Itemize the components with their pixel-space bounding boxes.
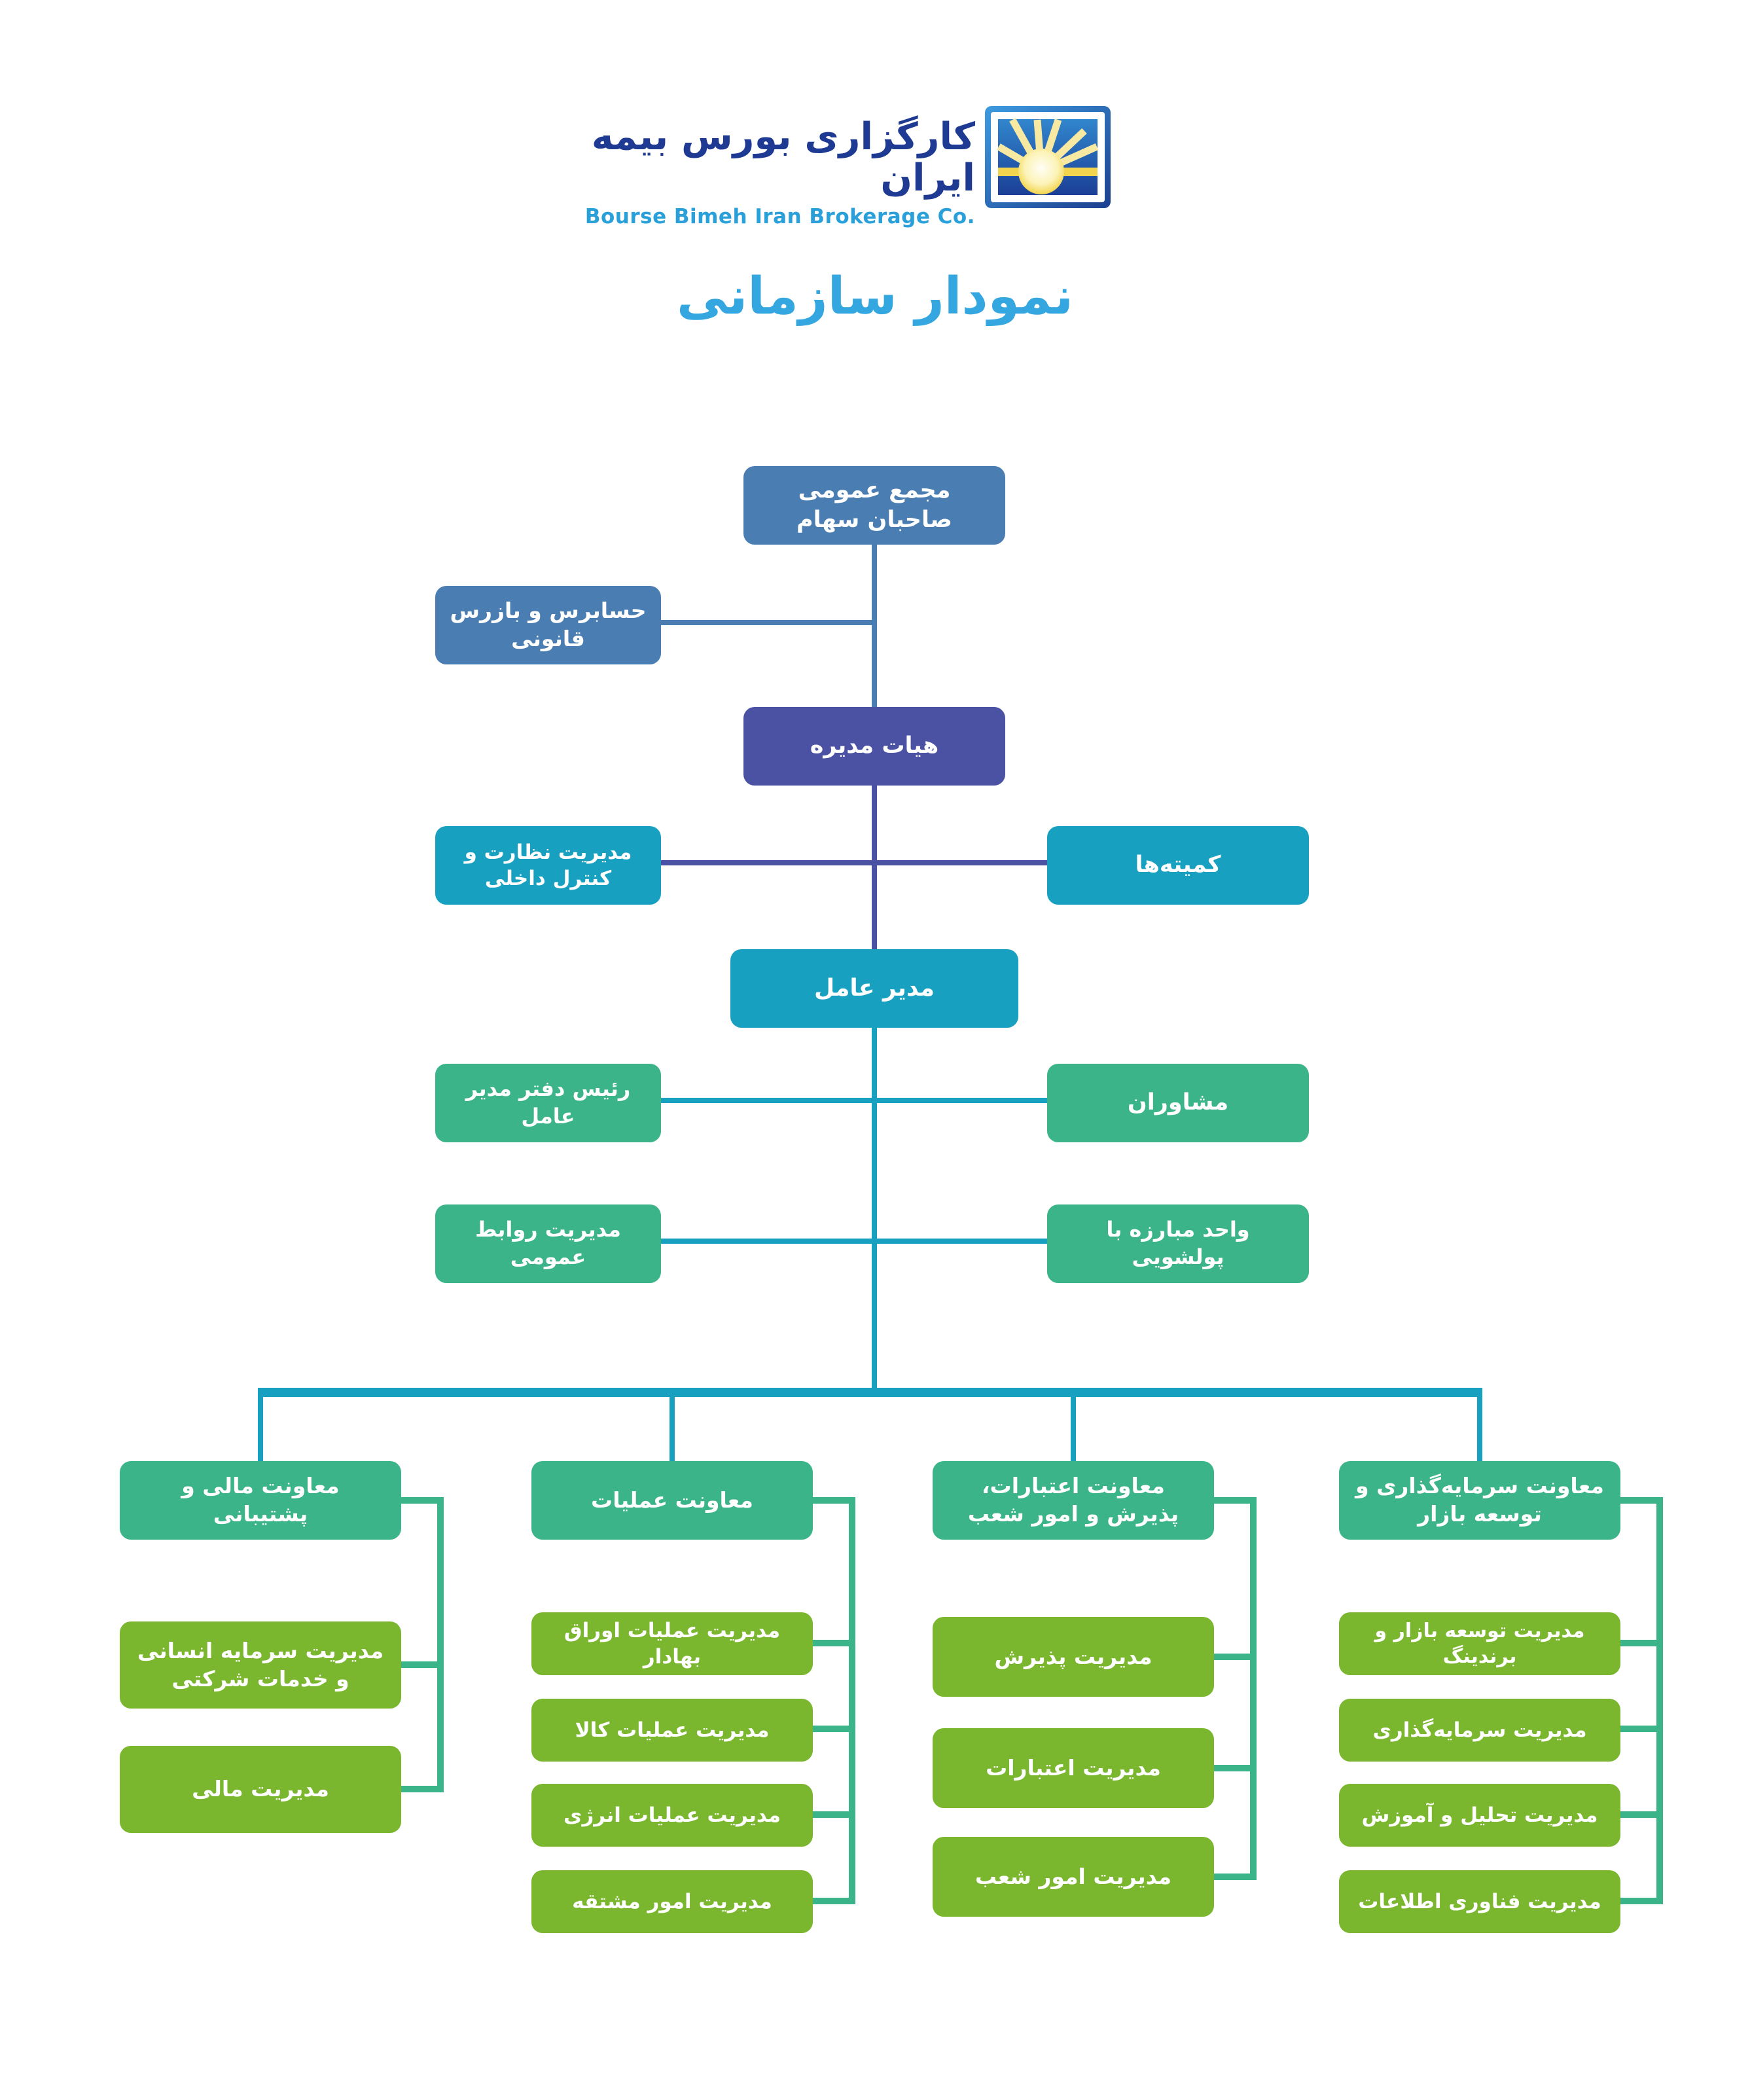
branch2-stub-3 xyxy=(813,1811,855,1818)
connector-aml-unit xyxy=(877,1239,1047,1244)
node-admission-mgmt: مدیریت پذیرش xyxy=(933,1617,1214,1697)
branch-drop-4 xyxy=(1477,1397,1482,1461)
node-general-assembly: مجمع عمومی صاحبان سهام xyxy=(743,466,1005,545)
connector-office-head xyxy=(661,1098,872,1103)
branch-drop-3 xyxy=(1071,1397,1076,1461)
node-advisors: مشاوران xyxy=(1047,1064,1309,1142)
branch1-stub-2 xyxy=(401,1786,444,1792)
node-ceo-office-head: رئیس دفتر مدیر عامل xyxy=(435,1064,661,1142)
node-board: هیات مدیره xyxy=(743,707,1005,786)
branch3-elbow-h xyxy=(1214,1497,1257,1504)
branch2-elbow-v xyxy=(849,1497,855,1904)
node-it-mgmt: مدیریت فناوری اطلاعات xyxy=(1339,1870,1620,1933)
node-aml-unit: واحد مبارزه با پولشویی xyxy=(1047,1204,1309,1283)
branch3-stub-3 xyxy=(1214,1874,1257,1880)
branch1-elbow-v xyxy=(437,1497,444,1792)
branch2-elbow-h xyxy=(813,1497,855,1504)
node-investment-mgmt: مدیریت سرمایه‌گذاری xyxy=(1339,1699,1620,1762)
node-energy-operations: مدیریت عملیات انرژی xyxy=(531,1784,813,1847)
node-derivatives-affairs: مدیریت امور مشتقه xyxy=(531,1870,813,1933)
brand-name-fa: کارگزاری بورس بیمه ایران xyxy=(591,115,975,200)
node-deputy-operations: معاونت عملیات xyxy=(531,1461,813,1540)
node-deputy-investment-market: معاونت سرمایه‌گذاری و توسعه بازار xyxy=(1339,1461,1620,1540)
node-credits-mgmt: مدیریت اعتبارات xyxy=(933,1728,1214,1808)
branch1-elbow-h xyxy=(401,1497,444,1504)
node-branch-affairs-mgmt: مدیریت امور شعب xyxy=(933,1837,1214,1917)
branch3-elbow-v xyxy=(1250,1497,1257,1880)
connector-ceo-trunk xyxy=(872,1026,877,1393)
connector-assembly-board xyxy=(872,545,877,708)
connector-committees xyxy=(877,860,1047,865)
branch4-elbow-v xyxy=(1656,1497,1663,1904)
node-auditor: حسابرس و بازرس قانونی xyxy=(435,586,661,664)
branch4-elbow-h xyxy=(1620,1497,1663,1504)
connector-public-relations xyxy=(661,1239,872,1244)
node-deputy-finance-support: معاونت مالی و پشتیبانی xyxy=(120,1461,401,1540)
branch4-stub-4 xyxy=(1620,1898,1663,1904)
connector-auditor xyxy=(661,620,874,625)
page-title: نمودار سازمانی xyxy=(677,267,1073,326)
node-deputy-credits-admission: معاونت اعتبارات، پذیرش و امور شعب xyxy=(933,1461,1214,1540)
branch3-stub-2 xyxy=(1214,1765,1257,1771)
branch3-stub-1 xyxy=(1214,1654,1257,1660)
node-market-dev-branding: مدیریت توسعه بازار و برندینگ xyxy=(1339,1612,1620,1675)
node-ceo: مدیر عامل xyxy=(730,949,1018,1028)
brand-name-en: Bourse Bimeh Iran Brokerage Co. xyxy=(584,205,975,229)
company-logo-icon xyxy=(985,106,1111,208)
branch-drop-2 xyxy=(670,1397,675,1461)
branch1-stub-1 xyxy=(401,1661,444,1668)
node-financial-mgmt: مدیریت مالی xyxy=(120,1746,401,1833)
node-analysis-training-mgmt: مدیریت تحلیل و آموزش xyxy=(1339,1784,1620,1847)
branch-drop-1 xyxy=(258,1397,263,1461)
node-internal-control: مدیریت نظارت و کنترل داخلی xyxy=(435,826,661,905)
branch4-stub-2 xyxy=(1620,1726,1663,1732)
distribution-bar xyxy=(258,1388,1482,1397)
branch4-stub-1 xyxy=(1620,1640,1663,1646)
connector-board-ceo xyxy=(872,784,877,950)
connector-internal-control xyxy=(661,860,872,865)
node-public-relations: مدیریت روابط عمومی xyxy=(435,1204,661,1283)
brand-text: کارگزاری بورس بیمه ایران Bourse Bimeh Ir… xyxy=(556,115,975,229)
connector-advisors xyxy=(877,1098,1047,1103)
branch4-stub-3 xyxy=(1620,1811,1663,1818)
branch2-stub-1 xyxy=(813,1640,855,1646)
node-commodity-operations: مدیریت عملیات کالا xyxy=(531,1699,813,1762)
branch2-stub-4 xyxy=(813,1898,855,1904)
node-human-capital: مدیریت سرمایه انسانی و خدمات شرکتی xyxy=(120,1621,401,1709)
node-committees: کمیته‌ها xyxy=(1047,826,1309,905)
node-securities-operations: مدیریت عملیات اوراق بهادار xyxy=(531,1612,813,1675)
branch2-stub-2 xyxy=(813,1726,855,1732)
